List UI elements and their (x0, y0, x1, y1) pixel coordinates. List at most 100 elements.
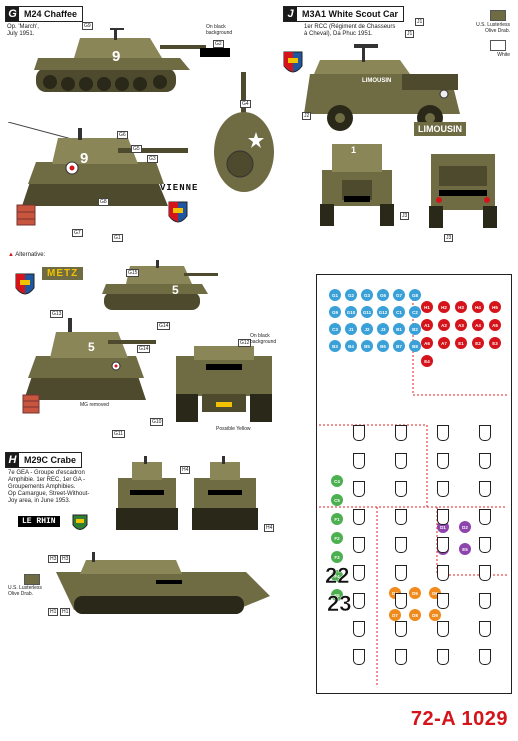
decal-d7: D7 (389, 609, 401, 621)
front-turret-number: 9 (80, 150, 89, 167)
decal-outline (395, 565, 407, 581)
decal-b6: B6 (377, 340, 389, 352)
decal-outline (395, 537, 407, 553)
section-title: M3A1 White Scout Car (302, 9, 399, 19)
decal-outline (353, 481, 365, 497)
section-letter: G (6, 7, 19, 21)
crabe-rear-view (192, 456, 258, 530)
metz-plate: METZ (42, 267, 84, 280)
callout-g12: G12 (238, 339, 252, 347)
section-g-description: Op. 'March', July 1951. (7, 24, 39, 37)
scout-car-rear-view (429, 154, 497, 228)
callout-g14b: G14 (137, 345, 151, 353)
decal-numeral: 23 (327, 591, 352, 617)
decal-g6: G6 (377, 289, 389, 301)
callout-h4b: H4 (264, 524, 275, 532)
decal-outline (353, 649, 365, 665)
decal-g7: G7 (393, 289, 405, 301)
alt-ammo-crate-icon (22, 394, 40, 414)
decal-c5: C5 (331, 494, 343, 506)
decal-a6: A6 (421, 337, 433, 349)
decal-d5: D5 (409, 587, 421, 599)
section-j-description: 1er RCC (Régiment de Chasseurs à Cheval)… (304, 24, 396, 37)
callout-g8: G8 (98, 198, 109, 206)
decal-outline (395, 509, 407, 525)
decal-outline (353, 453, 365, 469)
decal-c3: C3 (329, 323, 341, 335)
unit-insignia-shield-icon (168, 201, 188, 223)
decal-outline (395, 649, 407, 665)
callout-g10: G10 (150, 418, 164, 426)
decal-numeral: 22 (325, 563, 350, 589)
decal-h3: H3 (455, 301, 467, 313)
alt-front-number: 5 (88, 340, 95, 354)
decal-e1: E1 (455, 337, 467, 349)
callout-g15: G15 (126, 269, 140, 277)
callout-j2: J2 (302, 112, 312, 120)
decal-j2: J2 (361, 323, 373, 335)
decal-outline (479, 621, 491, 637)
decal-d2: D2 (459, 521, 471, 533)
decal-outline (395, 621, 407, 637)
scout-car-side-view (304, 44, 460, 131)
callout-g13: G13 (50, 310, 64, 318)
decal-a2: A2 (438, 319, 450, 331)
le-rhin-plate: LE RHIN (18, 516, 60, 527)
decal-outline (437, 621, 449, 637)
section-title: M24 Chaffee (24, 9, 78, 19)
decal-outline (437, 649, 449, 665)
decal-outline (437, 425, 449, 441)
decal-a5: A5 (489, 319, 501, 331)
callout-g6: G6 (117, 131, 128, 139)
hood-number: 1 (351, 145, 357, 155)
crabe-front-view (116, 456, 178, 530)
decal-b8: B8 (409, 340, 421, 352)
section-letter: J (284, 7, 297, 21)
callout-h1a: H1 (48, 608, 59, 616)
black-bg-note: On black background (206, 24, 233, 36)
decal-e3: E3 (489, 337, 501, 349)
decal-c4: C4 (331, 475, 343, 487)
m24-side-view (34, 28, 206, 92)
decal-outline (353, 537, 365, 553)
decal-g11: G11 (361, 306, 373, 318)
decal-outline (437, 481, 449, 497)
decal-a4: A4 (472, 319, 484, 331)
decal-outline (437, 593, 449, 609)
callout-g11: G11 (112, 430, 126, 438)
decal-outline (437, 453, 449, 469)
decal-j1: J1 (345, 323, 357, 335)
callout-g1: G1 (112, 234, 123, 242)
decal-outline (479, 593, 491, 609)
decal-outline (437, 537, 449, 553)
decal-g8: G8 (409, 289, 421, 301)
decal-g1: G1 (329, 289, 341, 301)
callout-g3: G3 (147, 155, 158, 163)
decal-outline (353, 509, 365, 525)
decal-f1: F1 (331, 513, 343, 525)
callout-j3a: J3 (400, 212, 410, 220)
decal-a3: A3 (455, 319, 467, 331)
decal-c2: C2 (409, 306, 421, 318)
decal-outline (479, 509, 491, 525)
callout-j3b: J3 (444, 234, 454, 242)
alt-m24-rear-view (176, 346, 272, 422)
decal-f4: F4 (331, 570, 343, 582)
decal-g9: G9 (329, 306, 341, 318)
bottom-olive-swatch (24, 574, 40, 585)
decal-f5: F5 (331, 589, 343, 601)
section-title: M29C Crabe (24, 455, 77, 465)
crabe-side-view (56, 552, 270, 614)
alt-unit-insignia-icon (15, 273, 35, 295)
white-swatch (490, 40, 506, 51)
decal-g12: G12 (377, 306, 389, 318)
decal-outline (437, 509, 449, 525)
m24-top-view (214, 72, 274, 192)
decal-b3: B3 (329, 340, 341, 352)
decal-d9: D9 (429, 609, 441, 621)
decal-b2: B2 (409, 323, 421, 335)
mg-removed-note: MG removed (80, 402, 109, 408)
vienne-plate: VIENNE (160, 183, 199, 193)
callout-g9: G9 (82, 22, 93, 30)
